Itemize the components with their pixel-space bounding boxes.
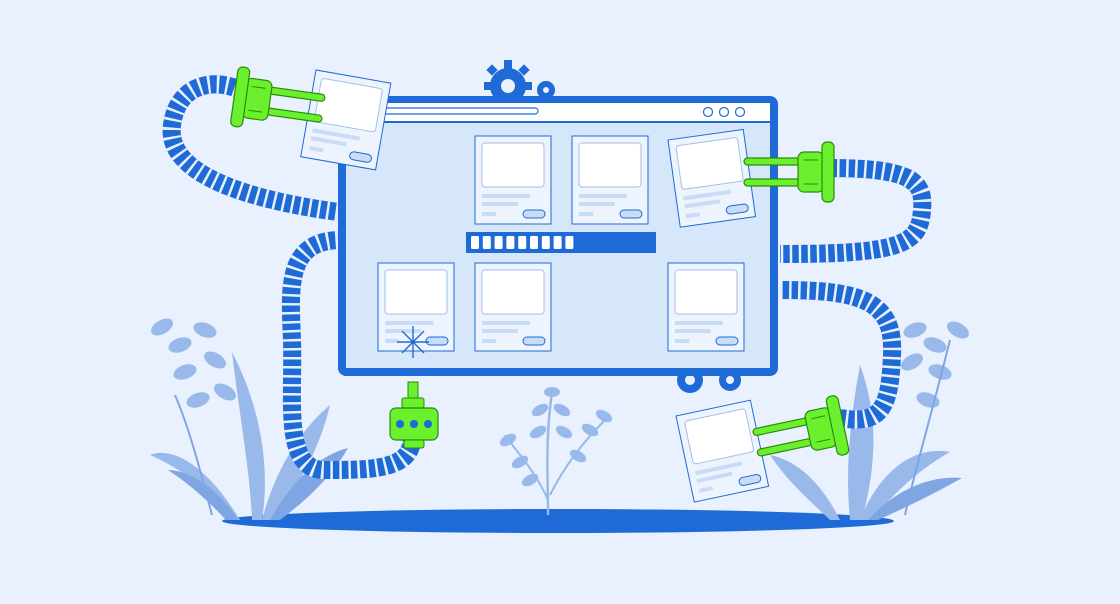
- circle-icon: [734, 106, 746, 118]
- plug-icon: [748, 394, 851, 473]
- progress-segment: [506, 236, 515, 249]
- floating-card: [667, 128, 757, 228]
- spark-icon: [397, 326, 429, 358]
- progress-segment: [565, 236, 574, 249]
- progress-segment: [494, 236, 503, 249]
- grid-card: [571, 135, 649, 225]
- progress-segment: [553, 236, 562, 249]
- progress-segment: [482, 236, 491, 249]
- grid-card: [377, 262, 455, 352]
- progress-segment: [518, 236, 527, 249]
- progress-segment: [541, 236, 550, 249]
- progress-bar: [466, 232, 656, 253]
- grid-card: [474, 262, 552, 352]
- hose-cables: [162, 75, 932, 480]
- connector-icon: [389, 381, 439, 449]
- progress-segment: [530, 236, 538, 249]
- floating-card: [675, 399, 770, 503]
- leaf-icon-left-cluster: [150, 318, 348, 520]
- leaf-icon-center-cluster: [499, 387, 613, 516]
- ground-shadow: [222, 509, 894, 533]
- address-bar: [373, 107, 539, 115]
- circle-icon: [702, 106, 714, 118]
- circle-icon: [718, 106, 730, 118]
- gear-icon: [537, 81, 555, 99]
- grid-card: [474, 135, 552, 225]
- progress-segment: [471, 236, 479, 249]
- leaf-icon-right-cluster: [770, 321, 969, 520]
- grid-card: [667, 262, 745, 352]
